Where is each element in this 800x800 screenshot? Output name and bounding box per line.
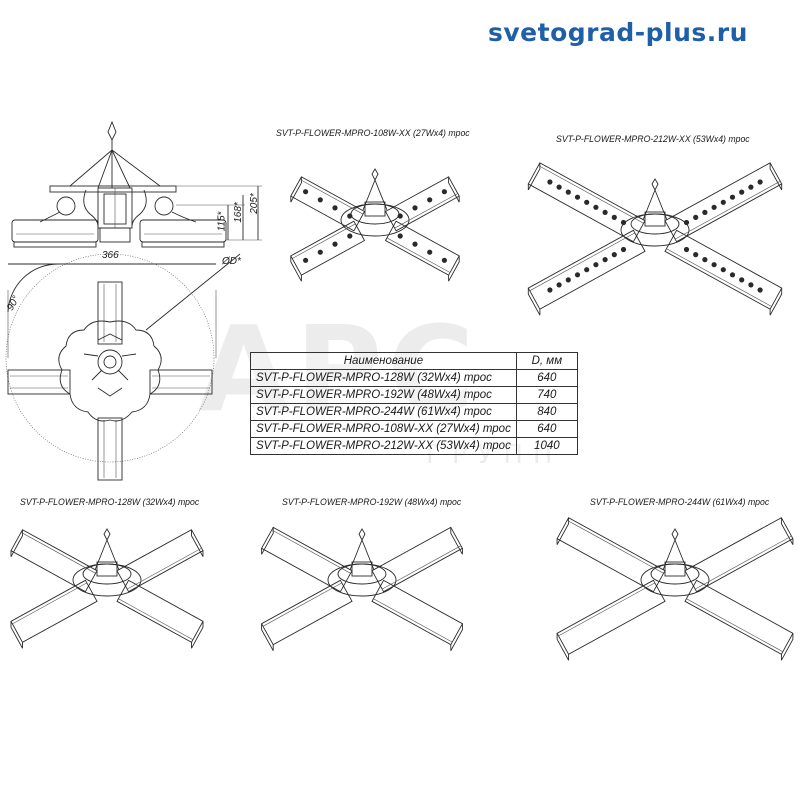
header-diameter: D, мм xyxy=(515,352,578,370)
iso-view-244w xyxy=(556,517,794,661)
cell-name: SVT-P-FLOWER-MPRO-192W (48Wx4) трос xyxy=(250,386,517,404)
dimension-width: 366 xyxy=(102,250,119,261)
dimension-diameter: ØD* xyxy=(222,256,241,267)
cell-diameter: 640 xyxy=(515,369,578,387)
dimension-height-205: 205* xyxy=(248,193,260,214)
cell-diameter: 840 xyxy=(515,403,578,421)
site-url[interactable]: svetograd-plus.ru xyxy=(488,18,748,47)
model-label-244w: SVT-P-FLOWER-MPRO-244W (61Wx4) трос xyxy=(590,497,770,508)
plan-view-drawing xyxy=(5,253,241,481)
iso-view-192w xyxy=(260,526,464,651)
model-label-212w: SVT-P-FLOWER-MPRO-212W-XX (53Wx4) трос xyxy=(556,134,750,145)
cell-diameter: 740 xyxy=(515,386,578,404)
dimension-height-115: 115* xyxy=(216,211,228,232)
model-label-128w: SVT-P-FLOWER-MPRO-128W (32Wx4) трос xyxy=(20,497,200,508)
cell-diameter: 640 xyxy=(515,420,578,438)
dimension-height-168: 168* xyxy=(232,202,244,223)
spec-table: Наименование D, мм SVT-P-FLOWER-MPRO-128… xyxy=(250,352,578,455)
header-name: Наименование xyxy=(250,352,517,370)
cell-name: SVT-P-FLOWER-MPRO-128W (32Wx4) трос xyxy=(250,369,517,387)
model-label-108w: SVT-P-FLOWER-MPRO-108W-XX (27Wx4) трос xyxy=(276,128,470,139)
cell-name: SVT-P-FLOWER-MPRO-212W-XX (53Wx4) трос xyxy=(250,437,517,455)
iso-view-128w xyxy=(10,528,204,649)
side-view-drawing xyxy=(11,120,262,248)
cell-name: SVT-P-FLOWER-MPRO-108W-XX (27Wx4) трос xyxy=(250,420,517,438)
cell-name: SVT-P-FLOWER-MPRO-244W (61Wx4) трос xyxy=(250,403,517,421)
model-label-192w: SVT-P-FLOWER-MPRO-192W (48Wx4) трос xyxy=(282,497,462,508)
iso-view-212w xyxy=(527,162,783,316)
cell-diameter: 1040 xyxy=(515,437,578,455)
iso-view-108w xyxy=(290,168,460,282)
table-header-row: Наименование D, мм xyxy=(250,352,578,370)
